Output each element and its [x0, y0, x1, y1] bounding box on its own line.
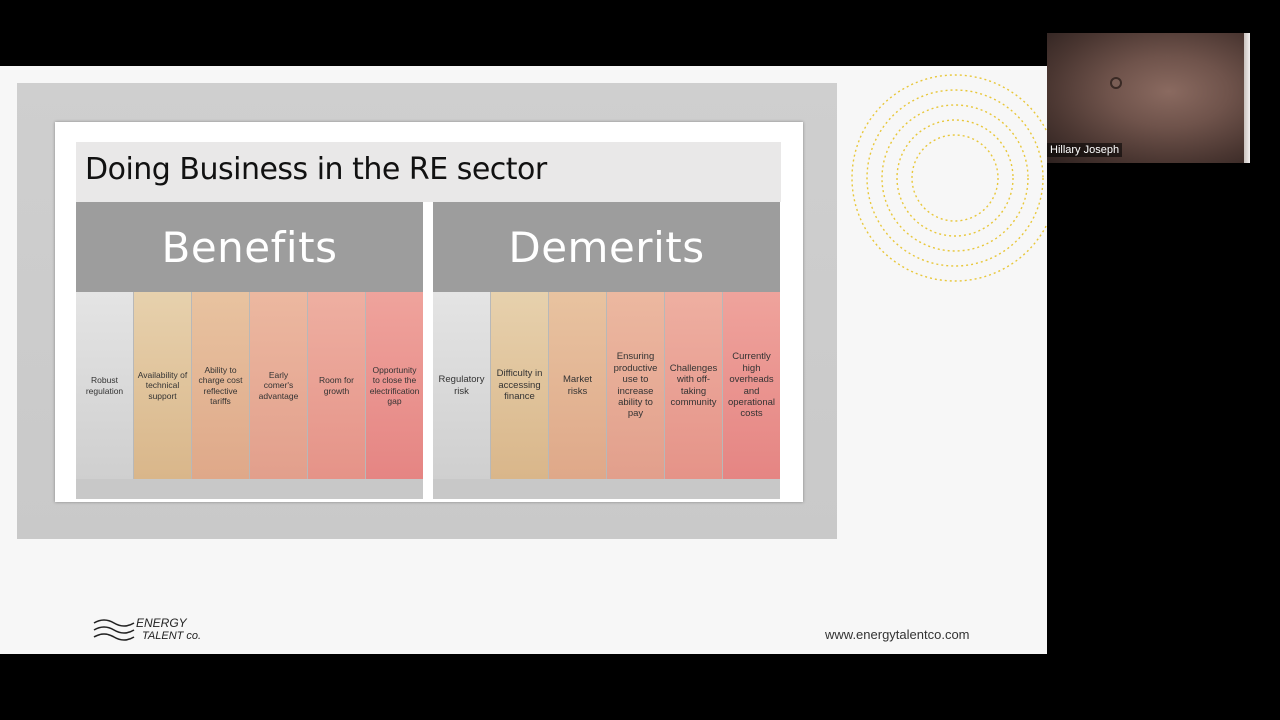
svg-text:TALENT co.: TALENT co.: [142, 630, 201, 642]
demerits-panel: Demerits Regulatory risk Difficulty in a…: [433, 202, 780, 499]
slide-photo: Doing Business in the RE sector Benefits…: [17, 83, 837, 539]
demerit-item: Currently high overheads and operational…: [723, 292, 780, 479]
demerit-item: Challenges with off-taking community: [665, 292, 723, 479]
demerit-item: Market risks: [549, 292, 607, 479]
svg-text:ENERGY: ENERGY: [136, 616, 188, 630]
energy-talent-logo: ENERGY TALENT co.: [93, 616, 201, 642]
slide-title: Doing Business in the RE sector: [85, 152, 547, 187]
shared-screen: Doing Business in the RE sector Benefits…: [0, 66, 1047, 654]
benefit-item: Availability of technical support: [134, 292, 192, 479]
inner-slide: Doing Business in the RE sector Benefits…: [55, 122, 803, 502]
benefit-item: Robust regulation: [76, 292, 134, 479]
website-url: www.energytalentco.com: [825, 627, 970, 642]
title-band: Doing Business in the RE sector: [76, 142, 781, 202]
benefit-item: Ability to charge cost reflective tariff…: [192, 292, 250, 479]
camera-light-spot: [1110, 77, 1122, 89]
benefits-panel: Benefits Robust regulation Availability …: [76, 202, 423, 499]
participant-name: Hillary Joseph: [1047, 143, 1123, 157]
benefit-item: Early comer's advantage: [250, 292, 308, 479]
demerit-item: Regulatory risk: [433, 292, 491, 479]
decorative-rings: [851, 74, 1047, 282]
benefit-item: Opportunity to close the electrification…: [366, 292, 423, 479]
benefits-heading: Benefits: [76, 202, 423, 292]
benefit-item: Room for growth: [308, 292, 366, 479]
participant-video-tile[interactable]: Hillary Joseph: [1047, 33, 1250, 163]
benefits-columns: Robust regulation Availability of techni…: [76, 292, 423, 479]
video-edge-highlight: [1244, 33, 1250, 163]
demerits-heading: Demerits: [433, 202, 780, 292]
demerit-item: Ensuring productive use to increase abil…: [607, 292, 665, 479]
demerit-item: Difficulty in accessing finance: [491, 292, 549, 479]
demerits-columns: Regulatory risk Difficulty in accessing …: [433, 292, 780, 479]
